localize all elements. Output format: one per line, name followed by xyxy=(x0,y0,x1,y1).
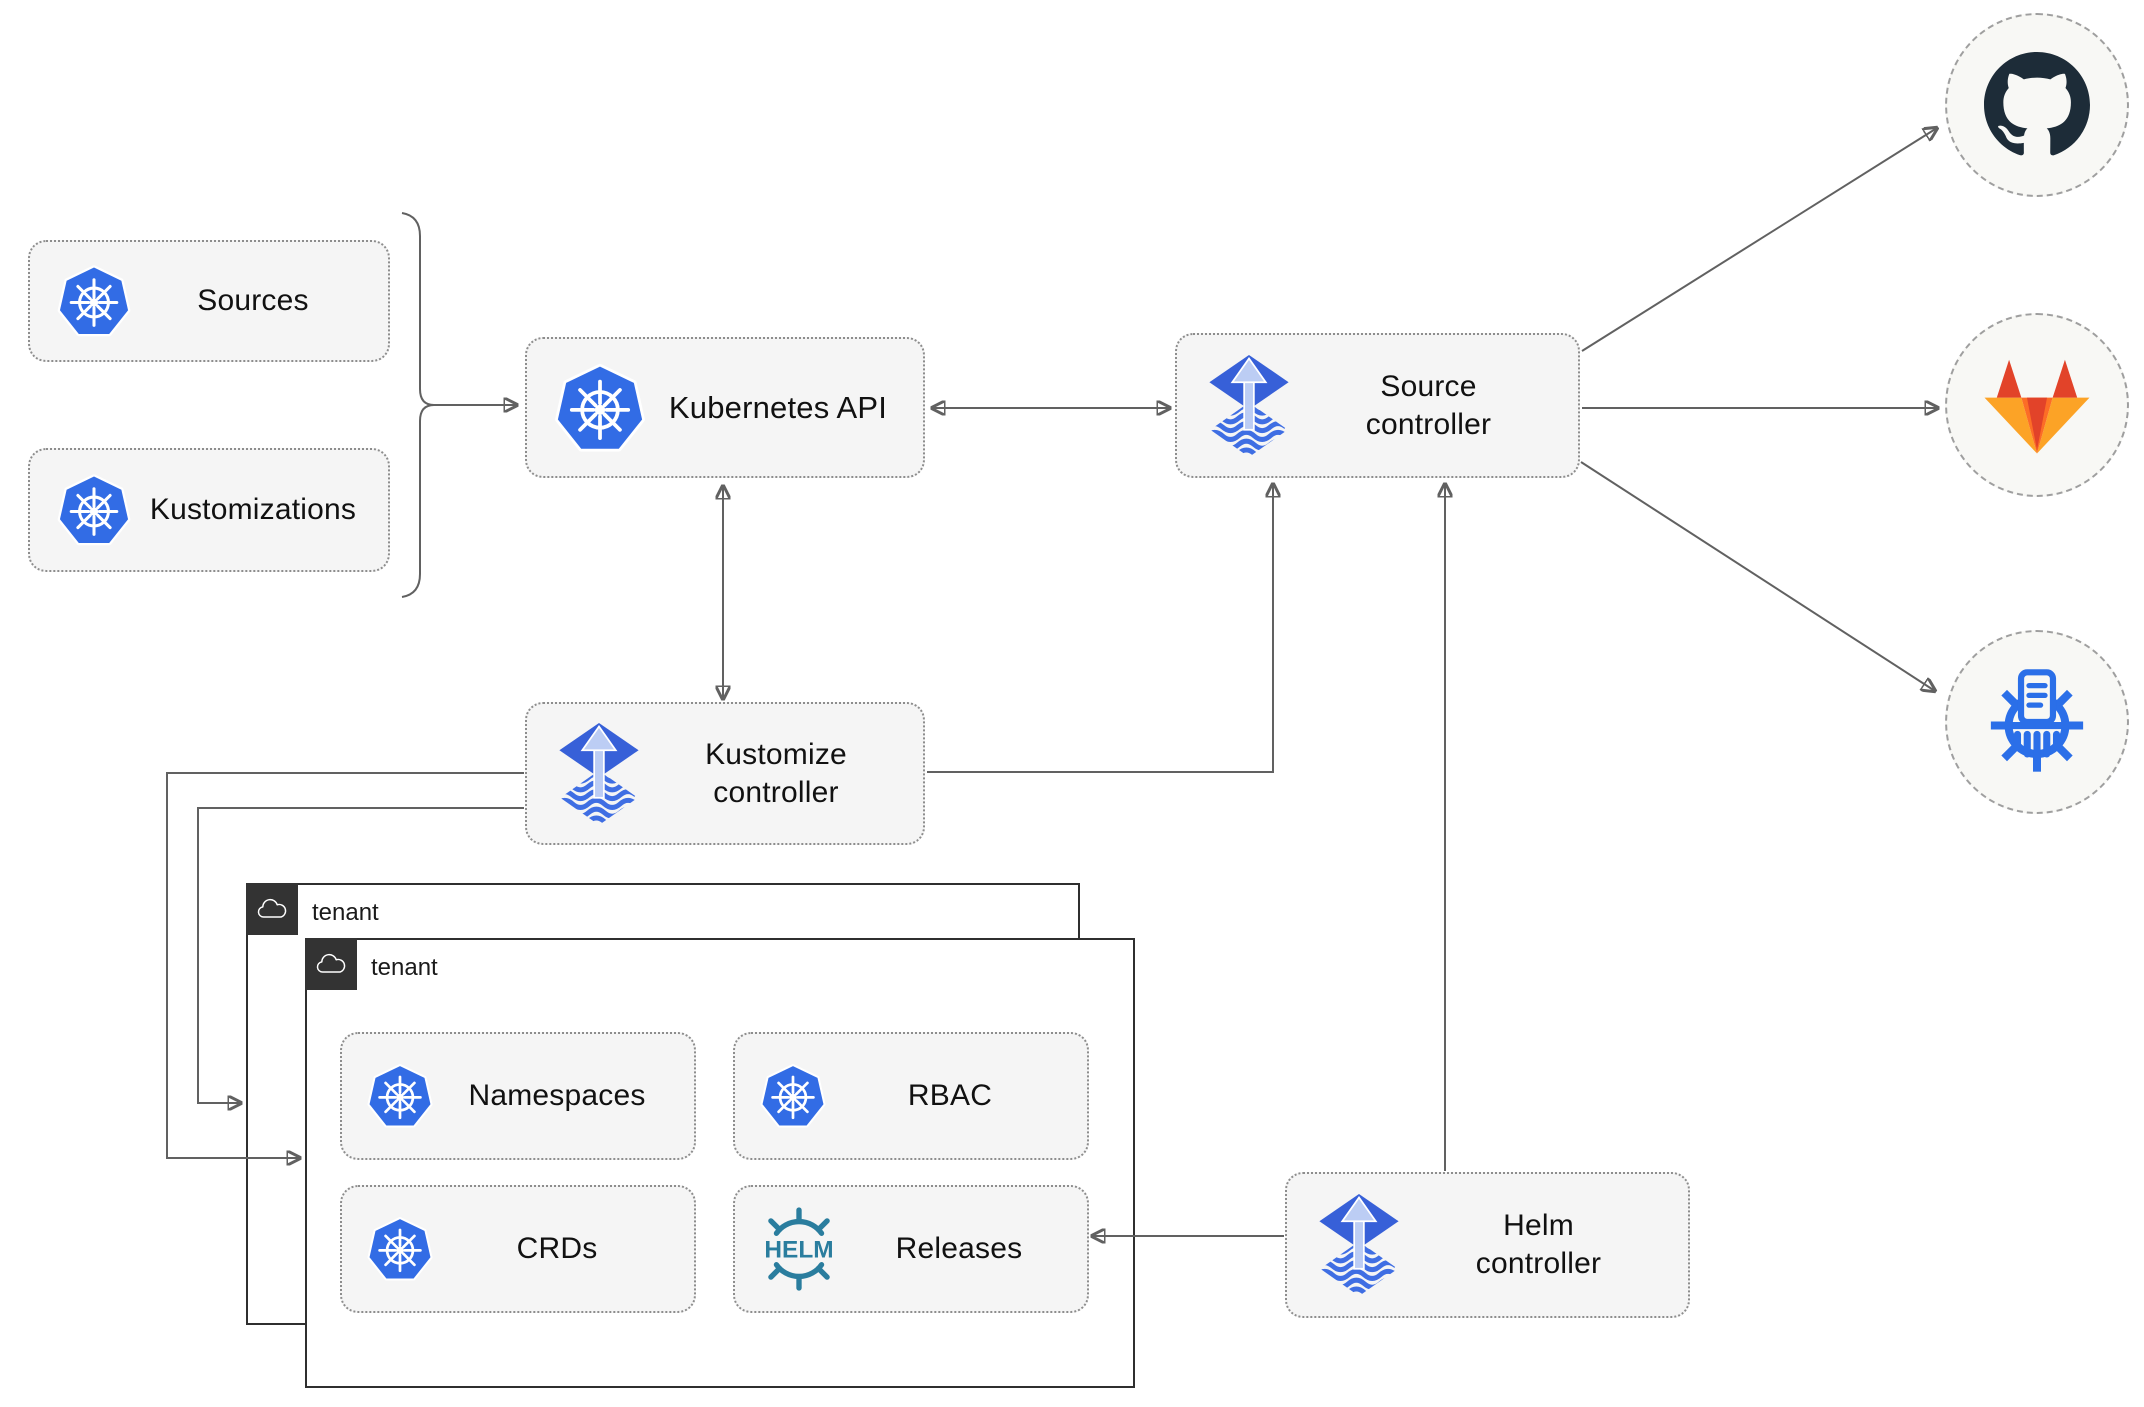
kubernetes-icon xyxy=(553,361,647,455)
flux-icon xyxy=(1315,1192,1403,1298)
helm-logo-icon: HELM xyxy=(764,1207,834,1291)
connector-bracket xyxy=(401,212,435,598)
tenant-header xyxy=(304,937,357,990)
node-namespaces: Namespaces xyxy=(340,1032,696,1160)
label-line: Helm xyxy=(1503,1209,1574,1242)
connector-source-to-github xyxy=(1581,128,1937,352)
node-label: Releases xyxy=(895,1232,1023,1265)
label-line: controller xyxy=(1475,1247,1602,1280)
kubernetes-icon xyxy=(759,1062,827,1130)
node-sources: Sources xyxy=(28,240,390,362)
connector-source-to-registry xyxy=(1580,461,1935,691)
tenant-label: tenant xyxy=(371,954,438,981)
node-kustomizations: Kustomizations xyxy=(28,448,390,572)
flux-icon xyxy=(1205,353,1293,459)
node-source-controller: Source controller xyxy=(1175,333,1580,478)
github-icon xyxy=(1984,52,2090,156)
label-line: Source xyxy=(1380,369,1477,403)
endpoint-registry xyxy=(1945,630,2129,814)
tenant-label: tenant xyxy=(312,899,379,926)
cloud-icon xyxy=(314,951,348,976)
gitlab-icon xyxy=(1984,359,2090,454)
endpoint-gitlab xyxy=(1945,313,2129,497)
node-crds: CRDs xyxy=(340,1185,696,1313)
node-label: Kustomize controller xyxy=(643,736,923,812)
node-label: Namespaces xyxy=(468,1079,646,1112)
helm-logo-text: HELM xyxy=(764,1236,833,1263)
tenant-group-inner: tenant xyxy=(304,937,1135,1388)
node-label: Sources xyxy=(197,284,309,317)
node-label: CRDs xyxy=(516,1232,598,1265)
flux-icon xyxy=(555,721,643,827)
tenant-header xyxy=(245,882,298,935)
kubernetes-icon xyxy=(366,1215,434,1283)
endpoint-github xyxy=(1945,13,2129,197)
kubernetes-icon xyxy=(56,472,132,548)
node-kubernetes-api: Kubernetes API xyxy=(525,337,925,478)
node-label: RBAC xyxy=(907,1079,993,1112)
kubernetes-icon xyxy=(366,1062,434,1130)
node-label: Kubernetes API xyxy=(668,389,888,425)
label-line: Kustomize xyxy=(705,737,847,771)
kubernetes-icon xyxy=(56,263,132,339)
node-label: Kustomizations xyxy=(149,493,357,526)
container-registry-icon xyxy=(1990,669,2084,772)
cloud-icon xyxy=(255,896,289,921)
node-label: Helm controller xyxy=(1403,1207,1688,1283)
node-releases: HELM Releases xyxy=(733,1185,1089,1313)
node-kustomize-controller: Kustomize controller xyxy=(525,702,925,845)
label-line: controller xyxy=(713,775,839,809)
node-rbac: RBAC xyxy=(733,1032,1089,1160)
label-line: controller xyxy=(1365,407,1492,441)
node-label: Source controller xyxy=(1293,368,1578,444)
connector-kustomize-to-source xyxy=(927,484,1273,773)
node-helm-controller: Helm controller xyxy=(1285,1172,1690,1318)
